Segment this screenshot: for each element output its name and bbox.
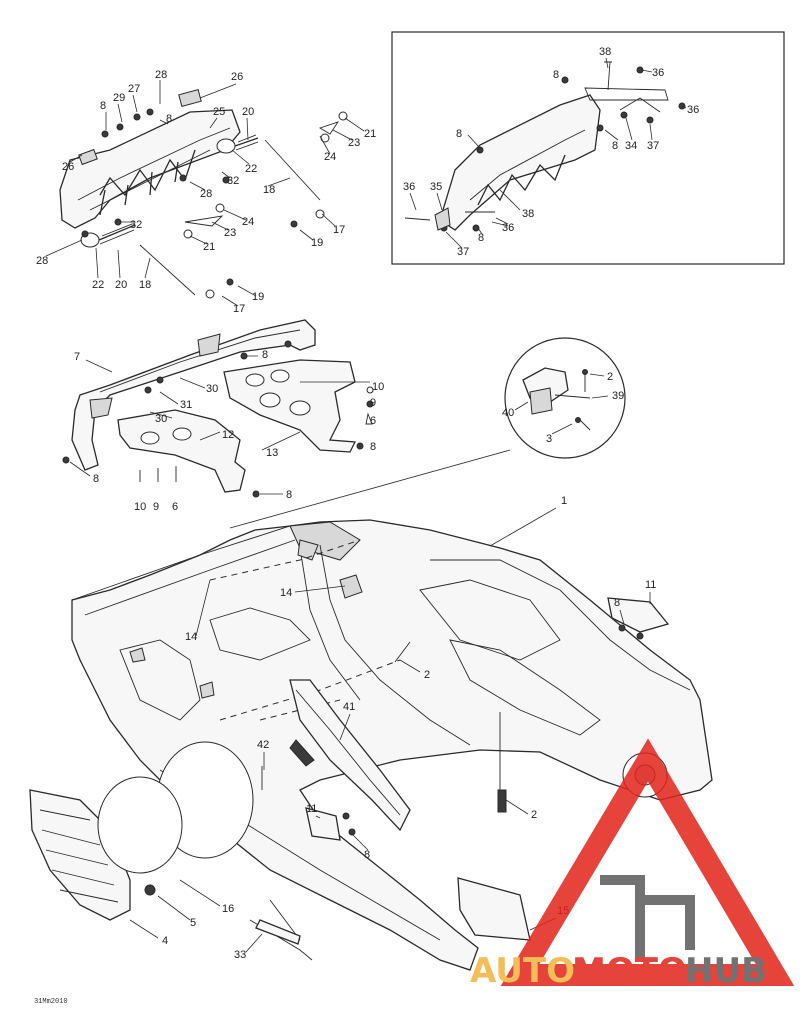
callout-3: 3 xyxy=(546,433,552,445)
callout-41: 41 xyxy=(343,701,355,713)
callout-19-b: 19 xyxy=(252,291,264,303)
callout-18-b: 18 xyxy=(139,279,151,291)
main-body-pan xyxy=(29,519,713,971)
callout-30-a: 30 xyxy=(206,383,218,395)
callout-29: 29 xyxy=(113,92,125,104)
watermark-moto: MOTO xyxy=(572,951,687,991)
callout-23-a: 23 xyxy=(348,137,360,149)
callout-8-i: 8 xyxy=(93,473,99,485)
callout-8-f: 8 xyxy=(478,232,484,244)
callout-8-h: 8 xyxy=(370,441,376,453)
callout-2-c: 2 xyxy=(531,809,537,821)
callout-8-k: 8 xyxy=(614,597,620,609)
callout-18-a: 18 xyxy=(263,184,275,196)
callout-21-a: 21 xyxy=(364,128,376,140)
callout-28-b: 28 xyxy=(200,188,212,200)
callout-9-b: 9 xyxy=(153,501,159,513)
callout-25: 25 xyxy=(213,106,225,118)
callout-22-a: 22 xyxy=(245,163,257,175)
callout-39: 39 xyxy=(612,390,624,402)
callout-4: 4 xyxy=(162,935,168,947)
callout-22-b: 22 xyxy=(92,279,104,291)
callout-20-a: 20 xyxy=(242,106,254,118)
callout-12: 12 xyxy=(222,429,234,441)
watermark-auto: AUTO xyxy=(470,951,575,991)
callout-24-a: 24 xyxy=(324,151,336,163)
callout-27: 27 xyxy=(128,83,140,95)
callout-1: 1 xyxy=(561,495,567,507)
inset-frame-detail: 38 8 36 36 8 8 34 37 36 35 38 36 8 37 xyxy=(391,31,785,265)
callout-28-c: 28 xyxy=(36,255,48,267)
callout-2-b: 2 xyxy=(424,669,430,681)
callout-38-a: 38 xyxy=(599,46,611,58)
callout-24-b: 24 xyxy=(242,216,254,228)
callout-26-a: 26 xyxy=(231,71,243,83)
callout-8-b: 8 xyxy=(166,113,172,125)
callout-11-b: 11 xyxy=(306,803,317,815)
callout-8-l: 8 xyxy=(364,849,370,861)
callout-8-j: 8 xyxy=(286,489,292,501)
callout-34: 34 xyxy=(625,140,637,152)
callout-32-a: 32 xyxy=(227,175,239,187)
callout-9-a: 9 xyxy=(370,397,376,409)
callout-5: 5 xyxy=(190,917,196,929)
rear-bumper-assembly: 7 8 10 30 9 31 6 30 12 8 13 8 8 10 9 6 xyxy=(62,319,384,513)
callout-31: 31 xyxy=(180,399,192,411)
callout-13: 13 xyxy=(266,447,278,459)
callout-16: 16 xyxy=(222,903,234,915)
callout-6-b: 6 xyxy=(172,501,178,513)
callout-36-d: 36 xyxy=(502,222,514,234)
bracket-detail-circle: 2 39 40 3 xyxy=(229,337,626,529)
callout-28-a: 28 xyxy=(155,69,167,81)
callout-6-a: 6 xyxy=(370,415,376,427)
callout-10-a: 10 xyxy=(372,381,384,393)
callout-8-g: 8 xyxy=(262,349,268,361)
callout-23-b: 23 xyxy=(224,227,236,239)
figure-code: 31Mm2010 xyxy=(34,998,68,1006)
callout-17-b: 17 xyxy=(233,303,245,315)
callout-37-b: 37 xyxy=(457,246,469,258)
callout-14-b: 14 xyxy=(185,631,197,643)
callout-8-a: 8 xyxy=(100,100,106,112)
callout-8-d: 8 xyxy=(456,128,462,140)
callout-8-e: 8 xyxy=(612,140,618,152)
callout-35: 35 xyxy=(430,181,442,193)
callout-26-b: 26 xyxy=(62,161,74,173)
watermark-hub: HUB xyxy=(685,951,767,991)
callout-11-a: 11 xyxy=(645,579,656,591)
callout-19-a: 19 xyxy=(311,237,323,249)
callout-37-a: 37 xyxy=(647,140,659,152)
callout-17-a: 17 xyxy=(333,224,345,236)
callouts-front-support: 28 26 27 29 8 25 20 8 21 23 24 26 22 32 … xyxy=(36,69,376,315)
callout-8-c: 8 xyxy=(553,69,559,81)
automotohub-watermark: AUTO MOTO HUB xyxy=(470,738,795,991)
callout-7: 7 xyxy=(74,351,80,363)
callout-2-a: 2 xyxy=(607,371,613,383)
callout-10-b: 10 xyxy=(134,501,146,513)
callout-36-c: 36 xyxy=(403,181,415,193)
callout-36-a: 36 xyxy=(652,67,664,79)
callout-40: 40 xyxy=(502,407,514,419)
callout-14-a: 14 xyxy=(280,587,292,599)
callout-36-b: 36 xyxy=(687,104,699,116)
callout-42: 42 xyxy=(257,739,269,751)
callout-20-b: 20 xyxy=(115,279,127,291)
callout-32-b: 32 xyxy=(130,219,142,231)
front-support-assembly xyxy=(59,89,348,299)
callout-38-b: 38 xyxy=(522,208,534,220)
callout-33: 33 xyxy=(234,949,246,961)
